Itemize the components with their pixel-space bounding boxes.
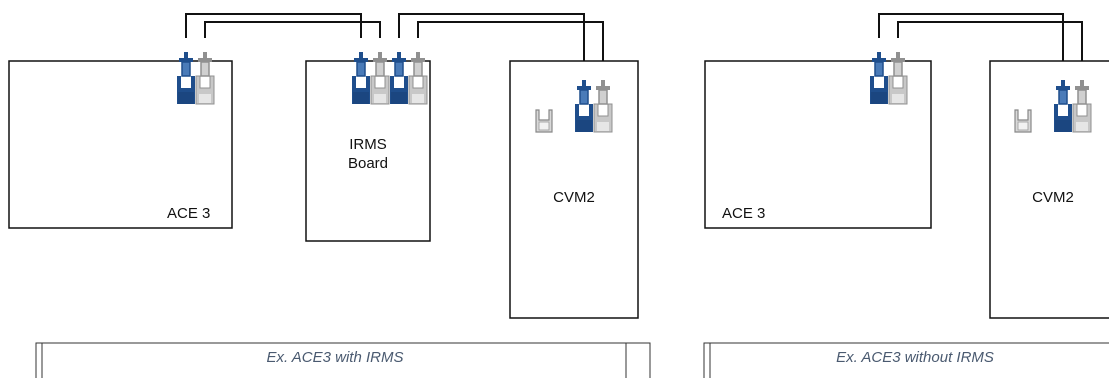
ace3-module [704,60,932,229]
cable-ace3-to-irms [185,13,381,38]
ace3-label: ACE 3 [722,205,765,222]
ace3-label: ACE 3 [167,205,210,222]
caption-bar: Ex. ACE3 without IRMS [703,342,1109,378]
cable-irms-to-cvm2 [398,13,604,66]
caption-text: Ex. ACE3 without IRMS [836,349,994,366]
left-diagram: ACE 3 IRMS Board CVM2 Ex. ACE3 with IRMS [8,13,651,378]
cvm2-label: CVM2 [1032,189,1074,206]
cvm2-module [509,60,639,319]
irms-label-line1: IRMS [349,136,387,153]
caption-text: Ex. ACE3 with IRMS [267,349,404,366]
caption-bar: Ex. ACE3 with IRMS [35,342,651,378]
cvm2-label: CVM2 [553,189,595,206]
right-diagram: ACE 3 CVM2 Ex. ACE3 without IRMS [703,13,1109,378]
cable-ace3-to-cvm2 [878,13,1083,66]
irms-label-line2: Board [348,155,388,172]
